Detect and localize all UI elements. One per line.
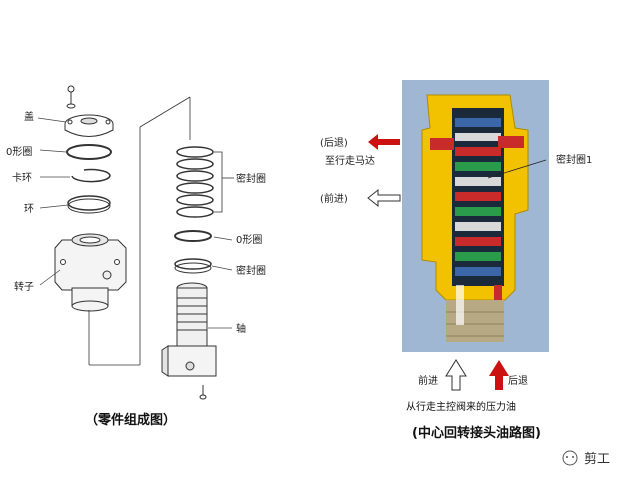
left-caption: （零件组成图） [85,412,176,428]
shaft-part [161,282,217,377]
label-bottom-back: 后退 [508,375,528,387]
label-cover: 盖 [24,110,34,123]
label-rotor: 转子 [14,280,34,293]
rotor-part [54,233,127,312]
seal-mid-part [174,258,212,274]
bracket-line-top [139,96,191,128]
label-back: (后退) [320,137,348,149]
label-seal-mid: 密封圈 [236,264,266,277]
label-oring-top: 0形圈 [6,146,32,158]
cutaway-photo [402,80,549,352]
label-snap-ring: 卡环 [12,171,32,184]
seal-stack-part [176,146,214,218]
label-ring: 环 [24,204,34,215]
label-from-valve: 从行走主控阀来的压力油 [406,400,516,413]
label-forward: (前进) [320,192,348,205]
label-to-motor: 至行走马达 [325,154,375,167]
exploded-parts-drawing [54,85,234,400]
label-oring-mid: 0形圈 [236,234,262,246]
label-shaft: 轴 [236,322,246,335]
label-seals-top: 密封圈 [236,172,266,185]
bottom-bolt-part [199,385,207,400]
watermark: 剪工 [562,450,610,467]
arrow-up-white [445,359,467,391]
arrow-up-red [489,360,509,390]
cover-part [64,114,114,137]
top-bolt-part [66,85,76,109]
left-leader-lines [37,117,233,329]
seal1-leader-line [487,159,547,179]
arrow-forward-white [367,188,401,208]
arrow-back-red [368,134,400,150]
watermark-text: 剪工 [584,451,610,467]
snap-ring-part [71,168,111,183]
oring-top-part [66,144,112,160]
label-bottom-forward: 前进 [418,374,438,387]
label-seal1: 密封圈1 [556,153,592,166]
ring-part [67,195,111,214]
oring-mid-part [174,230,212,242]
right-caption: (中心回转接头油路图) [412,425,541,441]
